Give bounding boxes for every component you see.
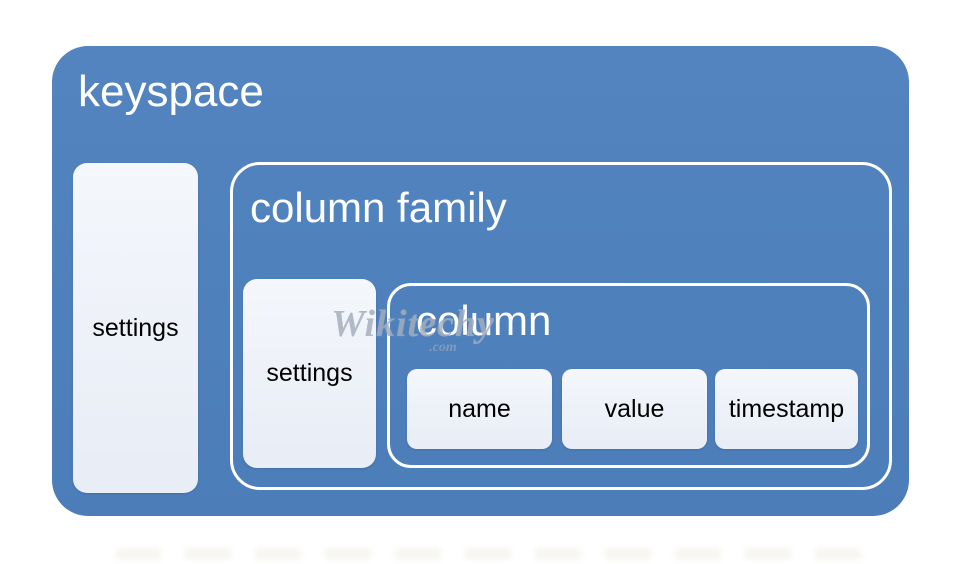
column-cell-name-label: name [448,394,511,423]
column-label: column [416,297,552,344]
column-box: column name value timestamp [387,283,870,468]
keyspace-settings-box: settings [73,163,198,493]
column-cell-name: name [407,369,552,449]
column-family-settings-label: settings [266,359,353,387]
column-cell-timestamp: timestamp [715,369,858,449]
column-family-label: column family [250,184,507,231]
keyspace-label: keyspace [78,67,264,116]
keyspace-box: keyspace settings column family settings… [52,46,909,516]
column-family-box: column family settings column name value… [230,162,892,490]
keyspace-settings-label: settings [92,313,179,342]
column-cell-value-label: value [604,394,665,423]
column-cell-value: value [562,369,707,449]
column-cell-timestamp-label: timestamp [728,394,845,423]
column-family-settings-box: settings [243,279,376,468]
faint-bottom-watermark [115,548,865,560]
